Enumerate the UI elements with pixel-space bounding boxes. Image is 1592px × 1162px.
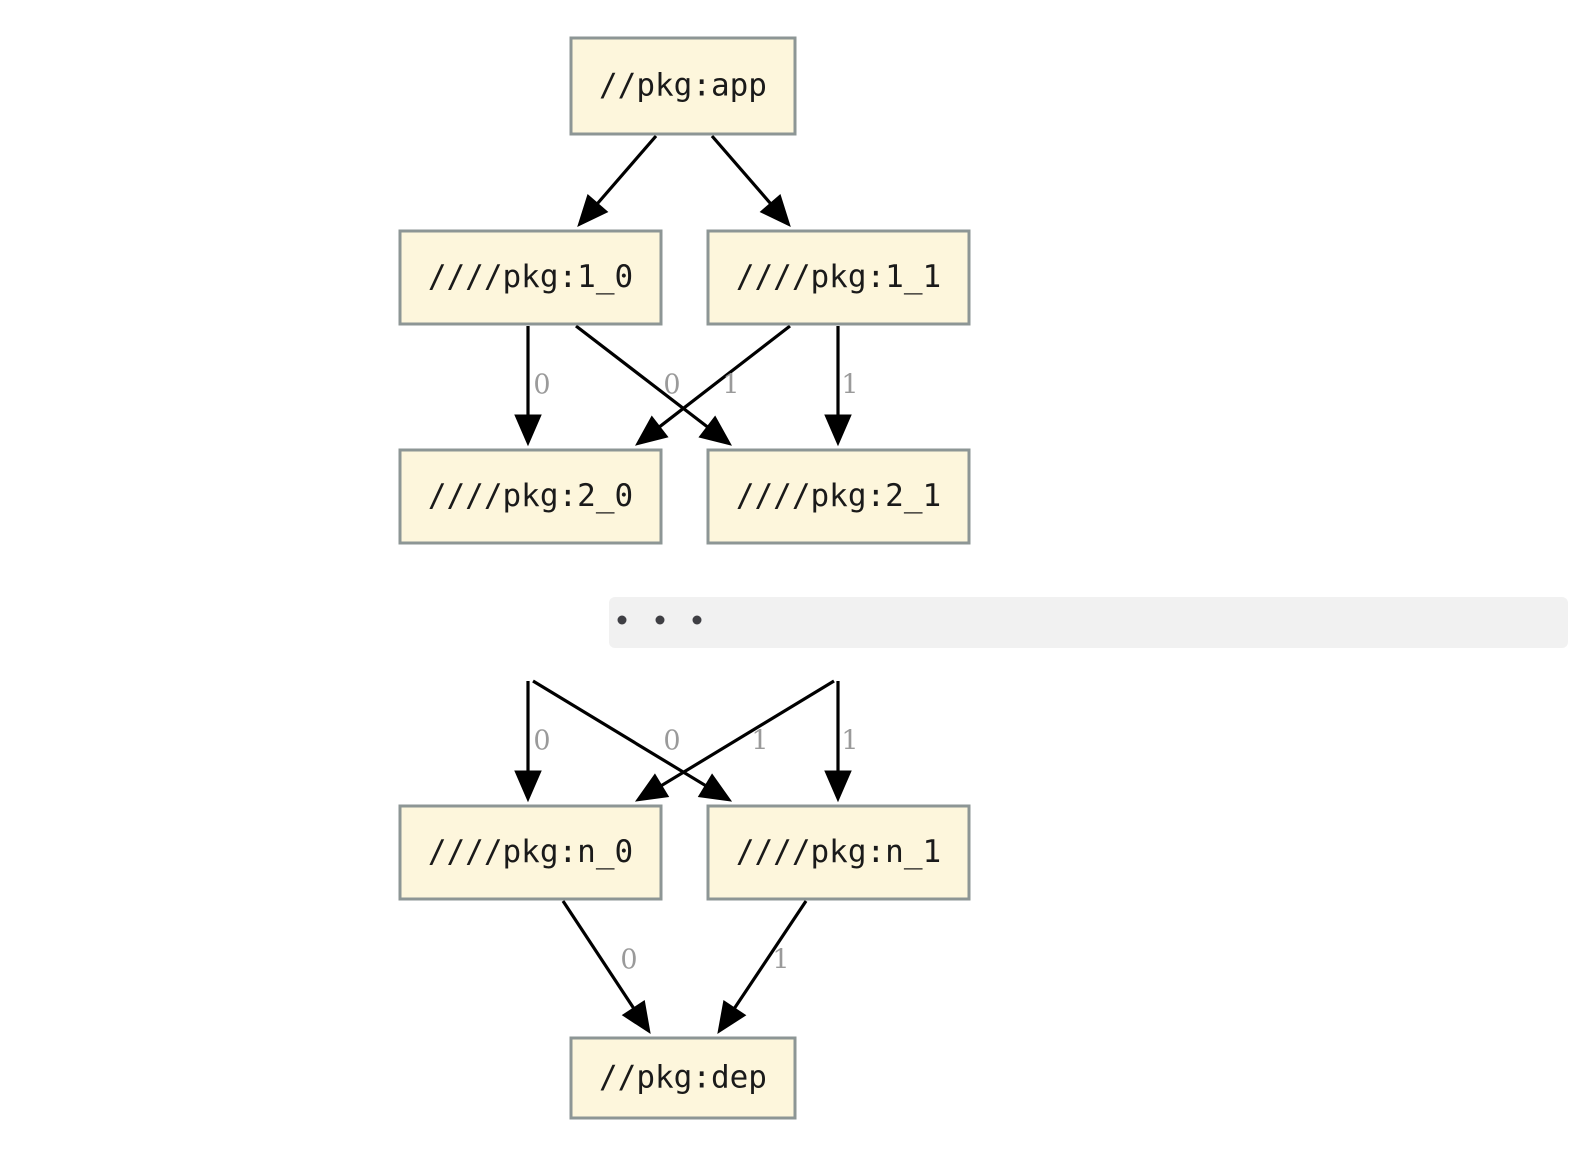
node-box[interactable]: [706, 804, 971, 901]
ellipsis-dot-2: [692, 615, 702, 625]
node-box[interactable]: [398, 229, 663, 326]
edge-e-y-n_1: [824, 681, 852, 803]
node-box[interactable]: [706, 448, 971, 545]
edge-arrowhead: [635, 415, 669, 446]
edge-e-1_1-2_1: [824, 326, 852, 447]
edge-e-n_0-dep: [561, 900, 651, 1035]
edge-label-e-y-n_1: 1: [841, 726, 858, 757]
edge-arrowhead: [824, 414, 852, 447]
edge-layer: [514, 134, 852, 1035]
node-box[interactable]: [398, 448, 663, 545]
edge-e-1_1-2_0: [635, 324, 791, 446]
node-n1_1[interactable]: ////pkg:1_1: [706, 229, 971, 326]
edge-line: [532, 679, 712, 790]
ellipsis-band: [609, 597, 1568, 648]
node-nn_1[interactable]: ////pkg:n_1: [706, 804, 971, 901]
edge-label-e-1_1-2_1: 1: [841, 370, 858, 401]
edge-line: [655, 679, 835, 790]
edge-label-e-1_0-2_0: 0: [533, 370, 550, 401]
ellipsis-dot-1: [655, 615, 665, 625]
edge-e-1_0-2_1: [575, 324, 732, 446]
edge-e-x-n_0: [514, 681, 542, 803]
edge-e-app-1_0: [577, 134, 658, 227]
edge-arrowhead: [577, 193, 609, 227]
edge-line: [710, 134, 776, 209]
edge-line: [729, 900, 808, 1014]
edge-label-e-x-n_0: 0: [533, 726, 550, 757]
node-label: //pkg:dep: [599, 1060, 767, 1096]
node-n2_1[interactable]: ////pkg:2_1: [706, 448, 971, 545]
node-dep[interactable]: //pkg:dep: [569, 1036, 797, 1120]
edge-arrowhead: [514, 770, 542, 803]
edge-line: [592, 134, 658, 209]
node-label: ////pkg:2_0: [428, 478, 633, 514]
edge-arrowhead: [759, 193, 791, 227]
node-nn_0[interactable]: ////pkg:n_0: [398, 804, 663, 901]
edge-e-x-n_1: [532, 679, 733, 802]
edge-arrowhead: [717, 999, 747, 1035]
edge-line: [654, 324, 791, 432]
edge-label-e-n_0-dep: 0: [620, 945, 637, 976]
node-box[interactable]: [398, 804, 663, 901]
node-box[interactable]: [569, 1036, 797, 1120]
node-app[interactable]: //pkg:app: [569, 36, 797, 136]
ellipsis-band-layer: [609, 597, 1568, 648]
node-label: //pkg:app: [599, 68, 767, 104]
node-label: ////pkg:n_0: [428, 834, 633, 870]
edge-line: [575, 324, 713, 432]
edge-arrowhead: [697, 773, 733, 802]
node-label: ////pkg:1_1: [736, 259, 941, 295]
edge-arrowhead: [698, 415, 732, 446]
node-box[interactable]: [706, 229, 971, 326]
edge-label-layer: 0 0 1 1 0 0 1 1 0 1: [533, 370, 858, 976]
edge-line: [561, 900, 639, 1014]
node-label: ////pkg:2_1: [736, 478, 941, 514]
edge-arrowhead: [634, 773, 670, 802]
node-box[interactable]: [569, 36, 797, 136]
edge-arrowhead: [621, 999, 651, 1035]
node-n2_0[interactable]: ////pkg:2_0: [398, 448, 663, 545]
edge-label-e-y-n_0: 1: [751, 726, 768, 757]
edge-e-n_1-dep: [717, 900, 808, 1035]
edge-label-e-x-n_1: 0: [663, 726, 680, 757]
edge-label-e-1_0-2_1: 0: [663, 370, 680, 401]
edge-e-y-n_0: [634, 679, 835, 802]
edge-label-e-n_1-dep: 1: [772, 945, 789, 976]
node-n1_0[interactable]: ////pkg:1_0: [398, 229, 663, 326]
edge-arrowhead: [514, 414, 542, 447]
node-label: ////pkg:n_1: [736, 834, 941, 870]
edge-e-1_0-2_0: [514, 326, 542, 447]
node-label: ////pkg:1_0: [428, 259, 633, 295]
node-layer: //pkg:app ////pkg:1_0 ////pkg:1_1 ////pkg:2…: [398, 36, 971, 1120]
ellipsis-dot-0: [617, 615, 627, 625]
edge-label-e-1_1-2_0: 1: [722, 370, 739, 401]
edge-arrowhead: [824, 770, 852, 803]
edge-e-app-1_1: [710, 134, 791, 227]
